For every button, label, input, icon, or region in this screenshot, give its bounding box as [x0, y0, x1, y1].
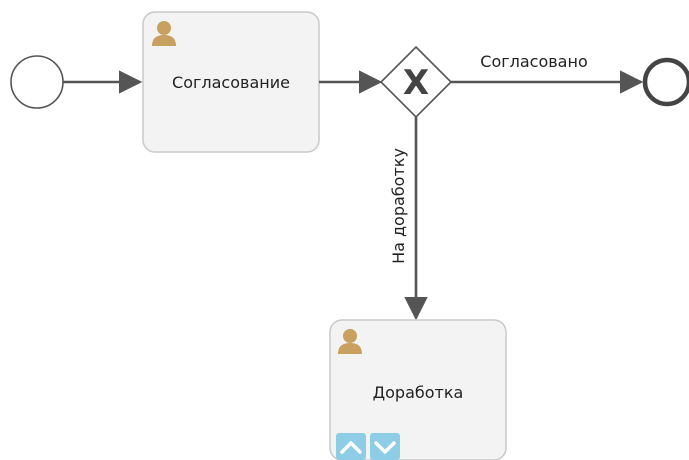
flow-rework-label: На доработку [389, 148, 408, 264]
start-event[interactable] [10, 55, 64, 109]
exclusive-gateway[interactable]: X [379, 45, 453, 119]
task-approval[interactable]: Согласование [142, 11, 320, 153]
task-rework-label: Доработка [373, 383, 464, 402]
task-approval-label: Согласование [172, 73, 290, 92]
user-icon [338, 329, 362, 354]
end-event[interactable] [642, 57, 689, 107]
gateway-x-icon: X [403, 63, 429, 103]
flow-approved-label: Согласовано [480, 52, 587, 71]
task-rework[interactable]: Доработка [329, 319, 507, 460]
chevron-up-icon[interactable] [336, 433, 366, 460]
user-icon [152, 21, 176, 46]
chevron-down-icon[interactable] [370, 433, 400, 460]
